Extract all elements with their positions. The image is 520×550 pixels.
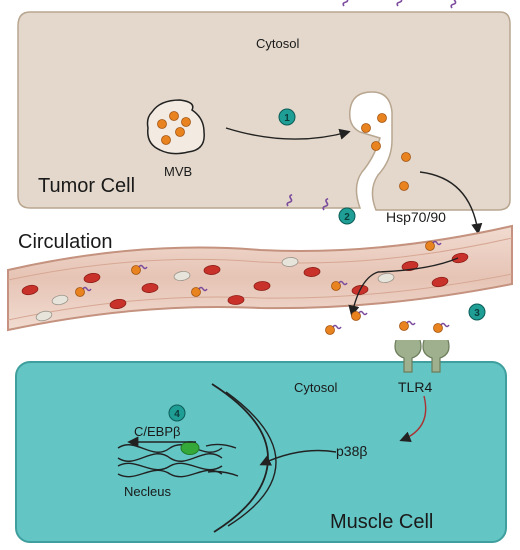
blood-vessel [7, 224, 513, 332]
transport-arrow [225, 127, 351, 140]
muscle-cell [15, 361, 507, 543]
tumor-cytosol-label: Cytosol [256, 36, 299, 51]
muscle-cell-label: Muscle Cell [330, 511, 433, 533]
svg-text:3: 3 [474, 308, 480, 319]
tlr4-label: TLR4 [398, 379, 432, 395]
nucleus-label: Necleus [124, 484, 171, 499]
p38b-label: p38β [336, 443, 367, 459]
step-badge-4: 4 [168, 404, 186, 422]
step-badge-2: 2 [338, 207, 356, 225]
svg-text:2: 2 [344, 212, 350, 223]
circulation-label: Circulation [18, 231, 112, 253]
mvb-label: MVB [164, 164, 192, 179]
muscle-cytosol-label: Cytosol [294, 380, 337, 395]
circulation-arrow [348, 257, 459, 317]
exosomes-binding [324, 310, 450, 336]
tumor-cell [17, 11, 511, 211]
step-badge-3: 3 [468, 303, 486, 321]
svg-text:4: 4 [174, 409, 180, 420]
hsp-label: Hsp70/90 [386, 209, 446, 225]
nucleus [117, 383, 277, 533]
release-arrow [419, 171, 483, 235]
tlr4-to-p38-arrow [399, 395, 427, 443]
svg-text:1: 1 [284, 113, 290, 124]
step-badge-1: 1 [278, 108, 296, 126]
p38-to-nucleus-arrow [259, 449, 337, 466]
tlr4-receptors [394, 339, 450, 373]
cebpb-label: C/EBPβ [134, 424, 181, 439]
tumor-cell-label: Tumor Cell [38, 175, 135, 197]
mvb-body [146, 99, 205, 155]
